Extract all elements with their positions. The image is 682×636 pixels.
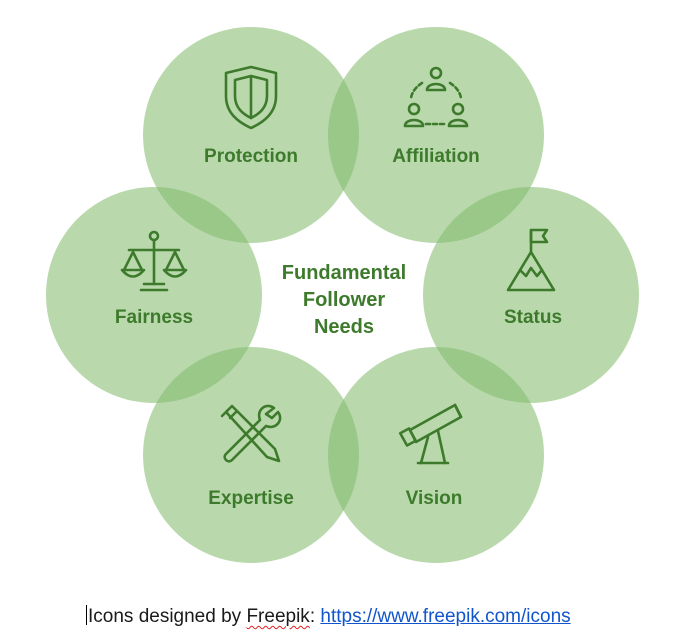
icons xyxy=(120,65,556,465)
shield-icon xyxy=(224,65,278,130)
scale-icon xyxy=(120,230,188,292)
petal-label-expertise: Expertise xyxy=(208,488,294,509)
center-title-line-2: Follower xyxy=(303,289,385,311)
petal-circles xyxy=(46,27,639,563)
petal-circle-fairness xyxy=(46,187,262,403)
petal-label-fairness: Fairness xyxy=(115,307,193,328)
caption-brand: Freepik xyxy=(246,606,310,627)
petal-labels: Protection Affiliation Status Vision Exp… xyxy=(115,146,562,509)
attribution-caption: Icons designed by Freepik: https://www.f… xyxy=(86,605,571,628)
petal-label-status: Status xyxy=(504,307,562,328)
needs-diagram: Protection Affiliation Status Vision Exp… xyxy=(46,27,639,563)
caption-sep: : xyxy=(309,606,321,627)
center-title-line-1: Fundamental xyxy=(282,262,406,284)
telescope-icon xyxy=(398,403,463,465)
mountain-flag-icon xyxy=(506,228,556,292)
petal-label-affiliation: Affiliation xyxy=(392,146,480,167)
petal-circle-expertise xyxy=(143,347,359,563)
tools-icon xyxy=(220,404,282,463)
center-title-line-3: Needs xyxy=(314,316,374,338)
petal-circle-protection xyxy=(143,27,359,243)
petal-circle-affiliation xyxy=(328,27,544,243)
petal-label-vision: Vision xyxy=(406,488,463,509)
petal-circle-status xyxy=(423,187,639,403)
center-title: Fundamental Follower Needs xyxy=(282,262,406,338)
petal-label-protection: Protection xyxy=(204,146,298,167)
caption-prefix: Icons designed by xyxy=(88,606,247,627)
text-cursor xyxy=(86,605,87,625)
petal-circle-vision xyxy=(328,347,544,563)
group-icon xyxy=(403,66,469,128)
freepik-link[interactable]: https://www.freepik.com/icons xyxy=(320,606,571,627)
